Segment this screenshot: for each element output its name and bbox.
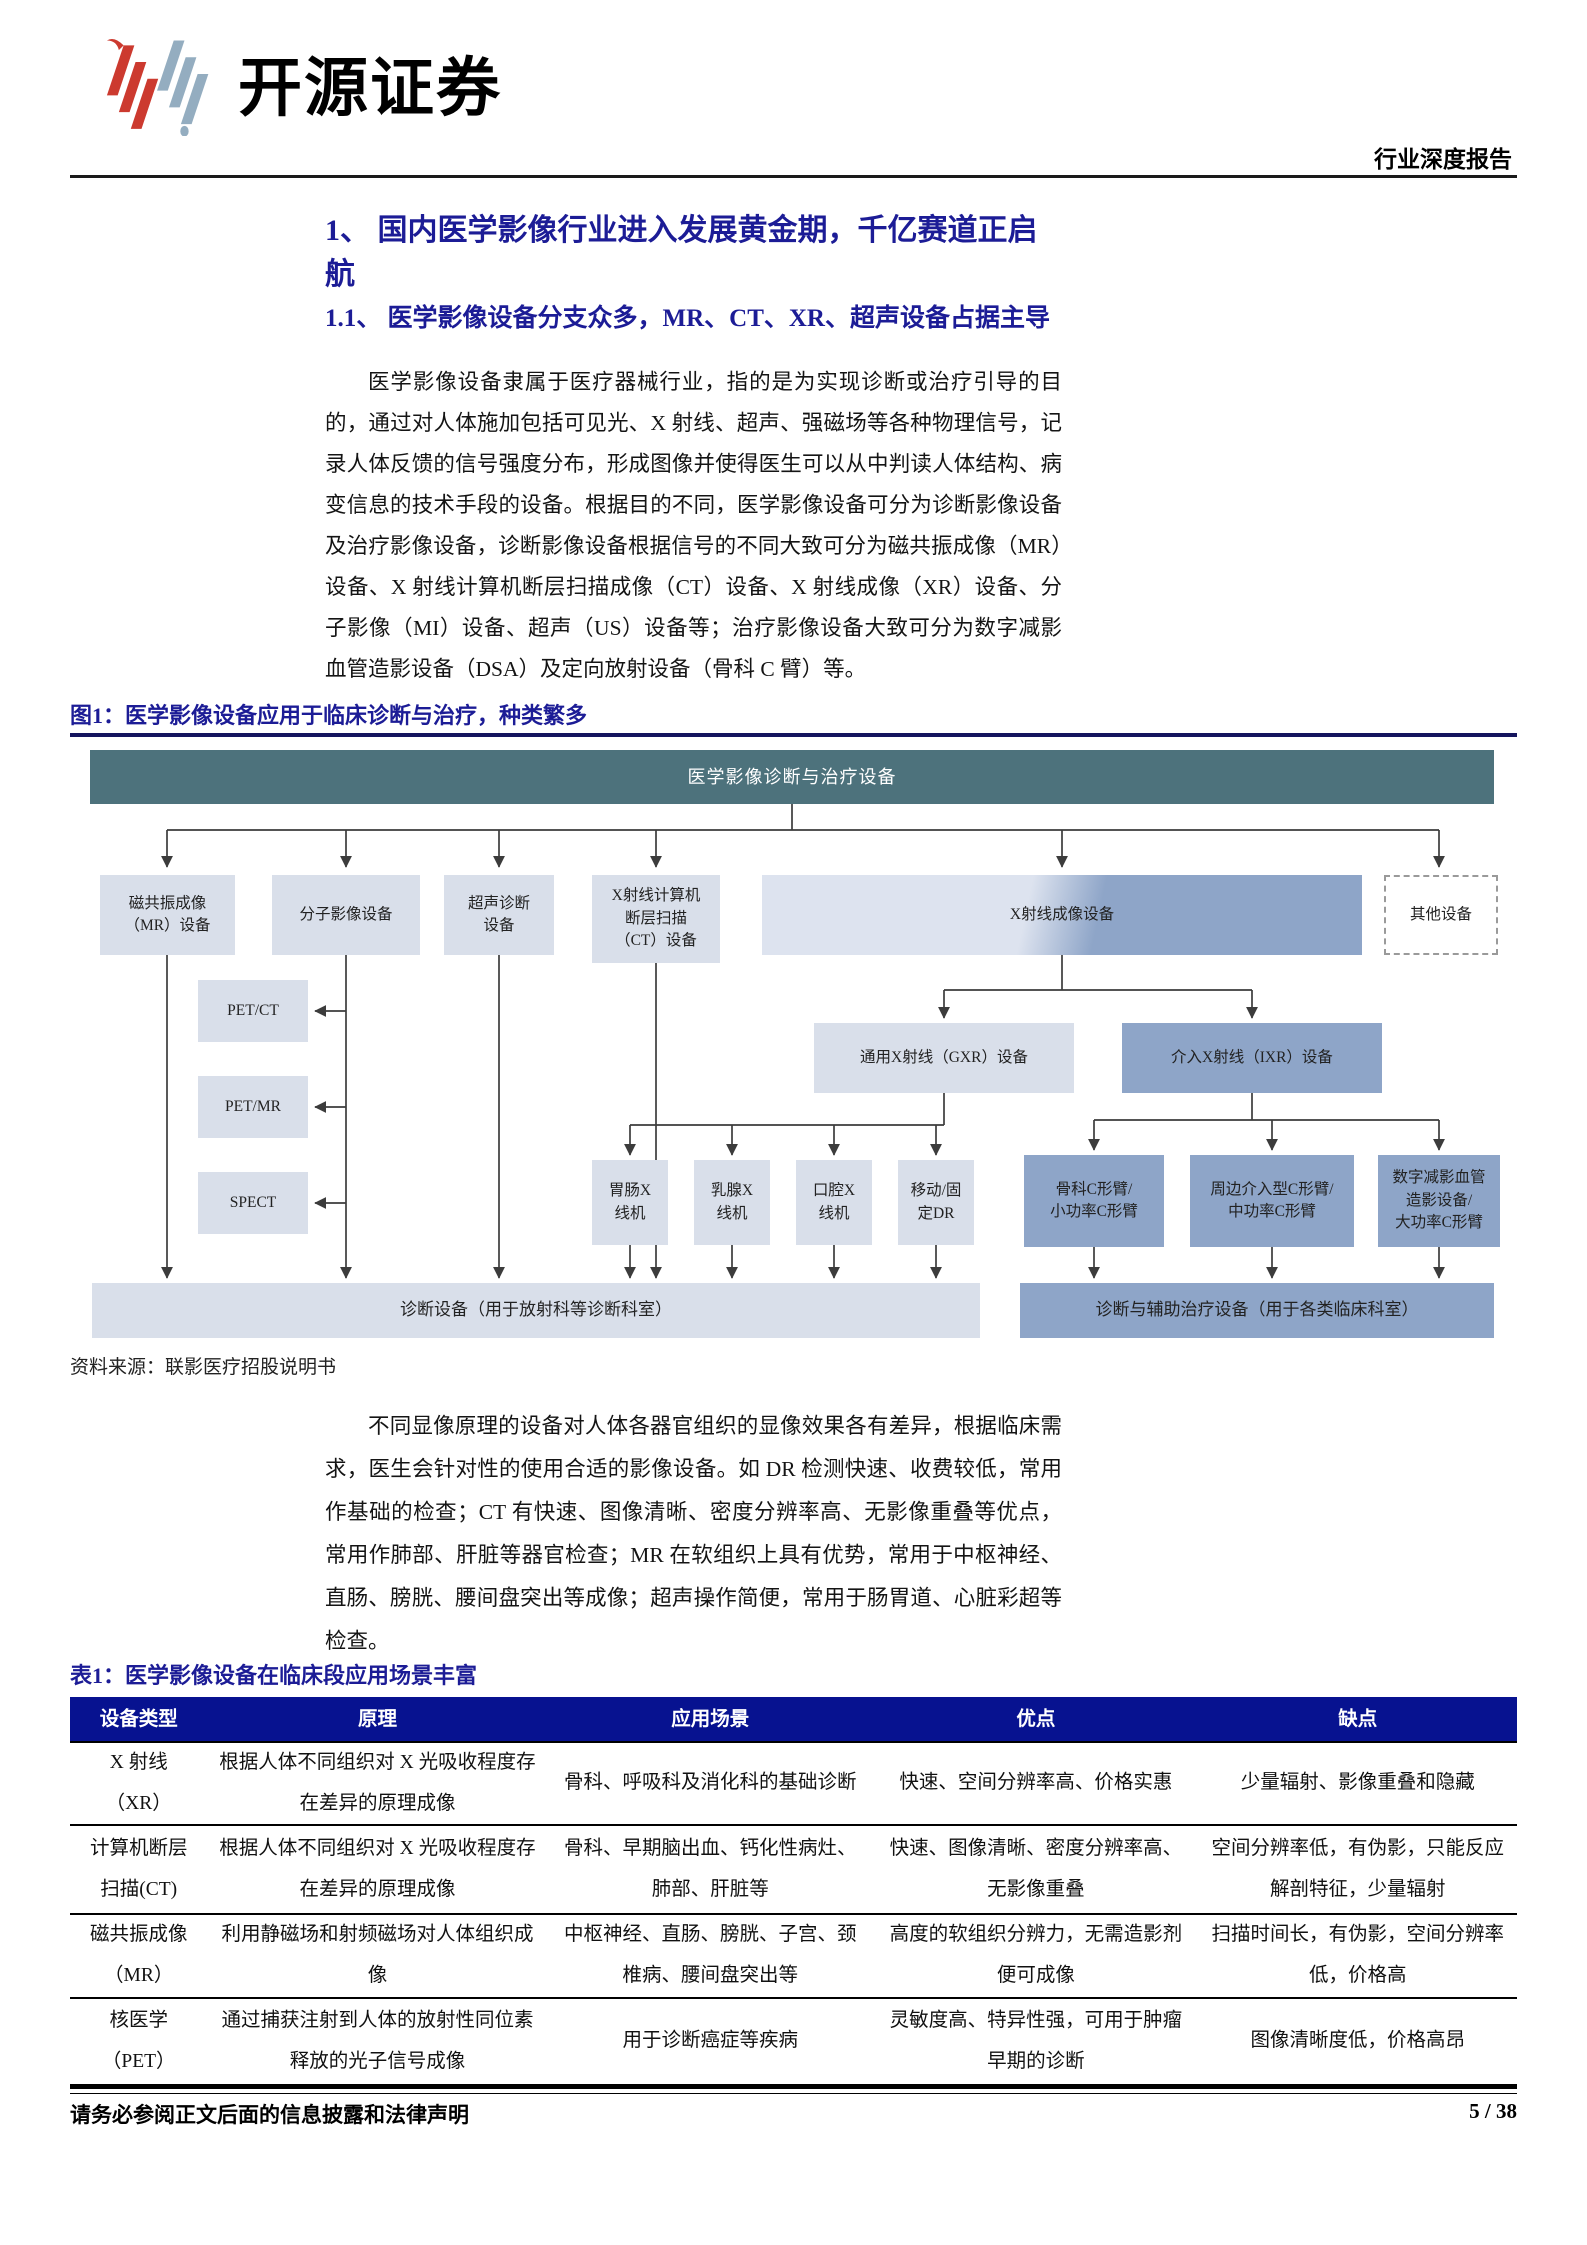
- figure-source: 资料来源：联影医疗招股说明书: [70, 1357, 337, 1378]
- paragraph-2: 不同显像原理的设备对人体各器官组织的显像效果各有差异，根据临床需求，医生会针对性…: [325, 1414, 1062, 1653]
- cell-principle: 利用静磁场和射频磁场对人体组织成像: [221, 1924, 534, 1986]
- cell-pros: 高度的软组织分辨力，无需造影剂便可成像: [889, 1924, 1183, 1986]
- node-spect: SPECT: [198, 1172, 308, 1234]
- cell-cons: 空间分辨率低，有伪影，只能反应解剖特征，少量辐射: [1211, 1837, 1505, 1900]
- table-1: 设备类型 原理 应用场景 优点 缺点 X 射线 （XR） 根据人体不同组织对 X…: [70, 1697, 1517, 2087]
- node-dsa: 数字减影血管 造影设备/ 大功率C形臂: [1378, 1155, 1500, 1247]
- table-row: 核医学 （PET） 通过捕获注射到人体的放射性同位素释放的光子信号成像 用于诊断…: [70, 1999, 1517, 2087]
- diagram-connectors: [161, 804, 1445, 1279]
- cell-application: 用于诊断癌症等疾病: [622, 2030, 799, 2052]
- col-header-device-type: 设备类型: [99, 1707, 178, 1730]
- cell-cons: 扫描时间长，有伪影，空间分辨率低，价格高: [1211, 1924, 1505, 1986]
- cell-cons: 少量辐射、影像重叠和隐藏: [1240, 1772, 1475, 1794]
- diagram-root-node: 医学影像诊断与治疗设备: [90, 750, 1494, 804]
- logo-icon: [106, 38, 209, 136]
- cell-pros: 快速、图像清晰、密度分辨率高、无影像重叠: [889, 1837, 1183, 1900]
- col-header-application: 应用场景: [671, 1707, 750, 1730]
- table-row: 磁共振成像 （MR） 利用静磁场和射频磁场对人体组织成像 中枢神经、直肠、膀胱、…: [70, 1915, 1517, 1999]
- node-ixr: 介入X射线（IXR）设备: [1122, 1023, 1382, 1093]
- cell-cons: 图像清晰度低，价格高昂: [1250, 2030, 1466, 2052]
- cell-principle: 根据人体不同组织对 X 光吸收程度存在差异的原理成像: [219, 1837, 536, 1900]
- cell-principle: 通过捕获注射到人体的放射性同位素释放的光子信号成像: [221, 2009, 534, 2072]
- col-header-principle: 原理: [357, 1707, 397, 1730]
- table-row: X 射线 （XR） 根据人体不同组织对 X 光吸收程度存在差异的原理成像 骨科、…: [70, 1743, 1517, 1826]
- bar-diagnostic-devices: 诊断设备（用于放射科等诊断科室）: [92, 1283, 980, 1338]
- cell-device-type: 计算机断层 扫描(CT): [89, 1837, 188, 1900]
- node-mammo-xray: 乳腺X 线机: [694, 1160, 770, 1245]
- cell-pros: 快速、空间分辨率高、价格实惠: [899, 1772, 1173, 1794]
- node-molecular-imaging: 分子影像设备: [272, 875, 420, 955]
- cell-application: 骨科、呼吸科及消化科的基础诊断: [564, 1772, 857, 1794]
- node-pet-mr: PET/MR: [198, 1076, 308, 1138]
- col-header-pros: 优点: [1016, 1707, 1056, 1730]
- footer-divider: [70, 2086, 1517, 2094]
- report-type-label: 行业深度报告: [1374, 147, 1512, 172]
- cell-device-type: 核医学 （PET）: [101, 2009, 176, 2072]
- logo-text: 开源证券: [238, 52, 502, 124]
- footer-disclaimer: 请务必参阅正文后面的信息披露和法律声明: [70, 2103, 469, 2127]
- node-ortho-c-arm: 骨科C形臂/ 小功率C形臂: [1024, 1155, 1164, 1247]
- cell-device-type: X 射线 （XR）: [105, 1751, 172, 1814]
- cell-pros: 灵敏度高、特异性强，可用于肿瘤早期的诊断: [889, 2009, 1183, 2072]
- bar-treatment-devices: 诊断与辅助治疗设备（用于各类临床科室）: [1020, 1283, 1494, 1338]
- brand-logo: 开源证券: [88, 28, 608, 138]
- cell-principle: 根据人体不同组织对 X 光吸收程度存在差异的原理成像: [219, 1751, 536, 1814]
- node-other-devices: 其他设备: [1384, 875, 1498, 955]
- figure-title: 图1：医学影像设备应用于临床诊断与治疗，种类繁多: [70, 703, 588, 728]
- cell-application: 中枢神经、直肠、膀胱、子宫、颈椎病、腰间盘突出等: [564, 1924, 857, 1986]
- table-row: 计算机断层 扫描(CT) 根据人体不同组织对 X 光吸收程度存在差异的原理成像 …: [70, 1826, 1517, 1915]
- figure-diagram: 医学影像诊断与治疗设备 磁共振成像 （MR）设备 分子影像设备 超声诊断 设备 …: [72, 740, 1512, 1345]
- node-gastro-xray: 胃肠X 线机: [592, 1160, 668, 1245]
- node-pet-ct: PET/CT: [198, 980, 308, 1042]
- page-number: 5 / 38: [1469, 2099, 1517, 2123]
- col-header-cons: 缺点: [1338, 1707, 1378, 1730]
- node-xray-imaging: X射线成像设备: [762, 875, 1362, 955]
- paragraph-1: 医学影像设备隶属于医疗器械行业，指的是为实现诊断或治疗引导的目的，通过对人体施加…: [325, 370, 1062, 681]
- figure-title-rule: [70, 733, 1517, 737]
- node-dental-xray: 口腔X 线机: [796, 1160, 872, 1245]
- node-ultrasound: 超声诊断 设备: [444, 875, 554, 955]
- node-mobile-dr: 移动/固 定DR: [898, 1160, 974, 1245]
- page-footer: 请务必参阅正文后面的信息披露和法律声明 5 / 38: [70, 2099, 1517, 2129]
- node-mr: 磁共振成像 （MR）设备: [100, 875, 235, 955]
- node-peripheral-c-arm: 周边介入型C形臂/ 中功率C形臂: [1190, 1155, 1354, 1247]
- cell-application: 骨科、早期脑出血、钙化性病灶、肺部、肝脏等: [564, 1837, 857, 1900]
- node-gxr: 通用X射线（GXR）设备: [814, 1023, 1074, 1093]
- subsection-title: 1.1、 医学影像设备分支众多，MR、CT、XR、超声设备占据主导: [325, 305, 1050, 332]
- table-header-row: 设备类型 原理 应用场景 优点 缺点: [70, 1697, 1517, 1743]
- table-title: 表1：医学影像设备在临床段应用场景丰富: [70, 1663, 478, 1688]
- header-divider: [70, 175, 1517, 178]
- section-title: 1、 国内医学影像行业进入发展黄金期，千亿赛道正启航: [325, 214, 1038, 291]
- cell-device-type: 磁共振成像 （MR）: [89, 1924, 188, 1986]
- node-ct: X射线计算机 断层扫描 （CT）设备: [592, 875, 720, 963]
